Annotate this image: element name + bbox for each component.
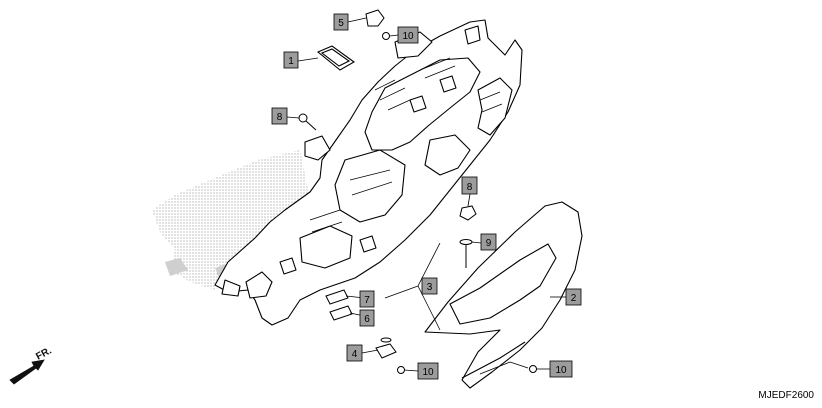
part-2-fender-cover — [424, 201, 583, 389]
svg-text:5: 5 — [338, 18, 344, 29]
callout-10c: 10 — [549, 360, 573, 378]
svg-text:6: 6 — [364, 314, 370, 325]
svg-text:9: 9 — [486, 238, 492, 249]
grommet-4 — [375, 337, 397, 359]
svg-text:8: 8 — [467, 182, 473, 193]
callout-10b: 10 — [417, 362, 439, 380]
svg-text:7: 7 — [364, 295, 370, 306]
direction-label: FR. — [34, 345, 54, 362]
svg-text:1: 1 — [288, 56, 294, 67]
svg-text:3: 3 — [427, 282, 433, 293]
callout-1: 1 — [283, 51, 299, 69]
svg-text:10: 10 — [422, 367, 434, 378]
callout-8a: 8 — [271, 107, 288, 125]
part-1-pad — [316, 45, 356, 71]
rear-fender-assembly — [214, 19, 523, 326]
callout-5a: 5 — [333, 13, 349, 31]
screw-9 — [459, 239, 473, 268]
callout-10a: 10 — [397, 26, 419, 44]
svg-text:4: 4 — [352, 349, 358, 360]
part-5-clip — [365, 9, 385, 27]
callout-8b: 8 — [461, 176, 478, 195]
fender-detail-lines — [309, 57, 503, 233]
callout-3: 3 — [421, 277, 438, 295]
svg-text:10: 10 — [555, 365, 567, 376]
callout-6: 6 — [359, 309, 375, 327]
bolt-10-bottom-right — [529, 365, 537, 373]
bolt-8-left — [298, 113, 317, 131]
callout-2: 2 — [565, 288, 582, 306]
callout-9: 9 — [480, 233, 497, 251]
diagram-code: MJEDF2600 — [758, 390, 814, 401]
front-direction-arrow: FR. — [9, 345, 54, 385]
bolt-10-bottom-left — [397, 366, 405, 374]
bolt-8-right — [459, 205, 477, 221]
callout-7: 7 — [359, 290, 375, 308]
svg-text:2: 2 — [571, 293, 577, 304]
svg-text:8: 8 — [277, 112, 283, 123]
bolt-10-top — [382, 32, 390, 40]
callout-4: 4 — [346, 344, 363, 362]
svg-text:10: 10 — [402, 31, 414, 42]
plug-7 — [325, 289, 349, 305]
plug-6 — [329, 305, 353, 321]
